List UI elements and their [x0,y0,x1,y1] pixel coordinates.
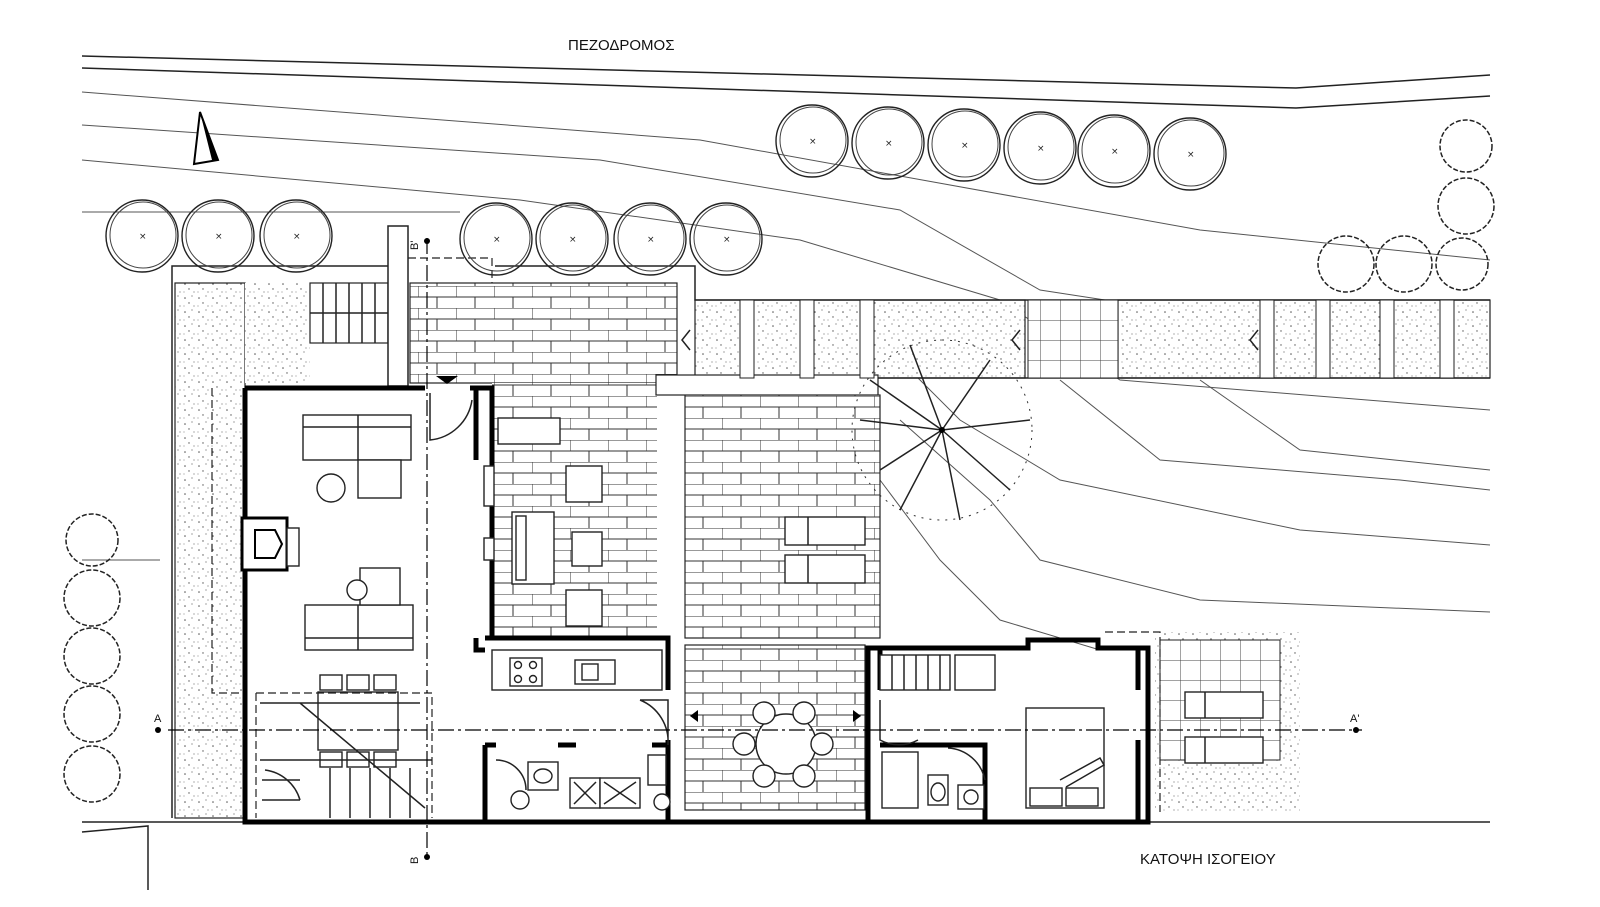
garden-path-steps [681,299,1455,379]
tree-icon: × [1003,111,1077,185]
svg-text:×: × [139,232,147,242]
doors [264,376,986,801]
large-tree-icon [851,339,1033,521]
street-label: ΠΕΖΟΔΡΟΜΟΣ [568,37,674,54]
tree-icon: × [535,202,609,276]
tree-icon: × [927,108,1001,182]
shrubs [63,119,1495,803]
exterior-stair [309,225,409,387]
wc-fixtures [495,759,559,810]
tree-icon: × [259,199,333,273]
svg-text:×: × [215,232,223,242]
tree-icon: × [775,104,849,178]
section-lines [155,238,1362,860]
tree-icon: × [613,202,687,276]
living-room-furniture [286,414,414,768]
svg-text:×: × [885,139,893,149]
svg-text:×: × [569,235,577,245]
building-walls [240,385,1151,825]
svg-text:×: × [1111,147,1119,157]
svg-text:×: × [493,235,501,245]
tree-icon: × [1153,117,1227,191]
tree-icon: × [459,202,533,276]
section-a-right-label: A' [1350,713,1359,725]
section-a-left-label: A [154,713,162,725]
kitchen-fixtures [491,649,671,811]
svg-text:×: × [1037,144,1045,154]
section-b-top-label: B' [409,241,421,250]
tree-group: × × × × × × × × × × × × × [105,104,1227,276]
tree-icon: × [689,202,763,276]
contour-lines [81,91,1491,651]
tree-icon: × [181,199,255,273]
bedroom-fixtures [879,654,1264,810]
svg-text:×: × [961,141,969,151]
terrace-furniture [483,417,866,627]
svg-text:×: × [293,232,301,242]
round-table [732,701,834,788]
svg-text:×: × [647,235,655,245]
svg-text:×: × [809,137,817,147]
svg-text:×: × [723,235,731,245]
tree-icon: × [851,106,925,180]
interior-stair [255,692,433,818]
north-arrow-icon [192,111,220,166]
section-b-bottom-label: B [409,857,421,864]
tree-icon: × [105,199,179,273]
plan-title: ΚΑΤΟΨΗ ΙΣΟΓΕΙΟΥ [1140,851,1276,868]
svg-text:×: × [1187,150,1195,160]
tree-icon: × [1077,114,1151,188]
